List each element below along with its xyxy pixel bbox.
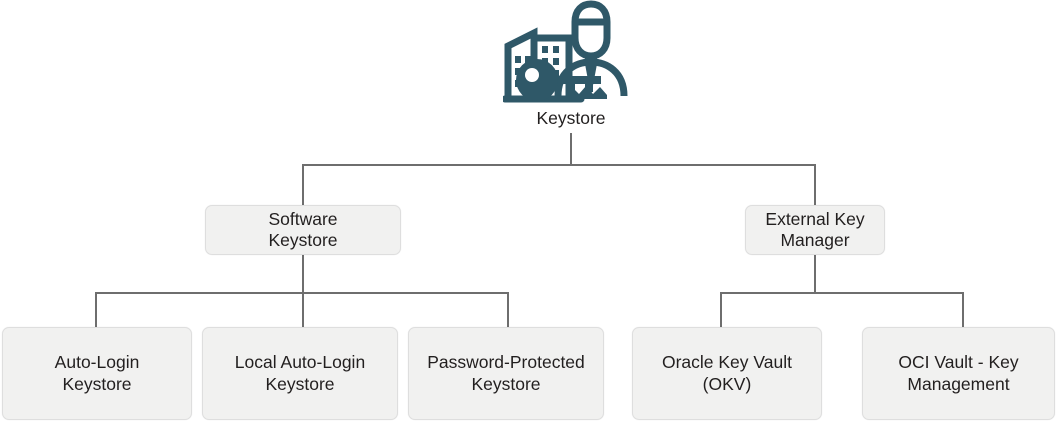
connector-to-auto-login — [95, 292, 97, 328]
node-oci-vault-key-management-label: OCI Vault - Key Management — [898, 352, 1019, 394]
root-node-label: Keystore — [536, 108, 606, 128]
root-node-keystore: Keystore — [487, 0, 655, 135]
connector-to-oracle-key-vault — [720, 292, 722, 328]
connector-to-local-auto-login — [302, 292, 304, 328]
connector-software-keystore-stem — [302, 254, 304, 293]
node-password-protected-keystore[interactable]: Password-Protected Keystore — [408, 327, 604, 420]
node-password-protected-keystore-label: Password-Protected Keystore — [427, 352, 585, 394]
node-local-auto-login-keystore[interactable]: Local Auto-Login Keystore — [202, 327, 398, 420]
connector-level2-bus — [302, 164, 816, 166]
connector-to-oci-vault — [962, 292, 964, 328]
node-oci-vault-key-management[interactable]: OCI Vault - Key Management — [862, 327, 1055, 420]
node-local-auto-login-keystore-label: Local Auto-Login Keystore — [234, 352, 366, 394]
node-external-key-manager[interactable]: External Key Manager — [745, 205, 885, 255]
connector-external-key-manager-stem — [814, 254, 816, 293]
connector-to-software-keystore — [302, 164, 304, 206]
connector-to-password-protected — [507, 292, 509, 328]
connector-to-external-key-manager — [814, 164, 816, 206]
node-oracle-key-vault[interactable]: Oracle Key Vault (OKV) — [632, 327, 822, 420]
keystore-icon — [503, 0, 628, 103]
node-software-keystore-label: Software Keystore — [268, 208, 338, 250]
node-oracle-key-vault-label: Oracle Key Vault (OKV) — [661, 352, 792, 394]
node-auto-login-keystore-label: Auto-Login Keystore — [54, 352, 140, 394]
connector-root-stem — [570, 133, 572, 165]
node-auto-login-keystore[interactable]: Auto-Login Keystore — [2, 327, 192, 420]
node-software-keystore[interactable]: Software Keystore — [205, 205, 401, 255]
connector-external-key-manager-bus — [720, 292, 964, 294]
node-external-key-manager-label: External Key Manager — [765, 208, 865, 250]
